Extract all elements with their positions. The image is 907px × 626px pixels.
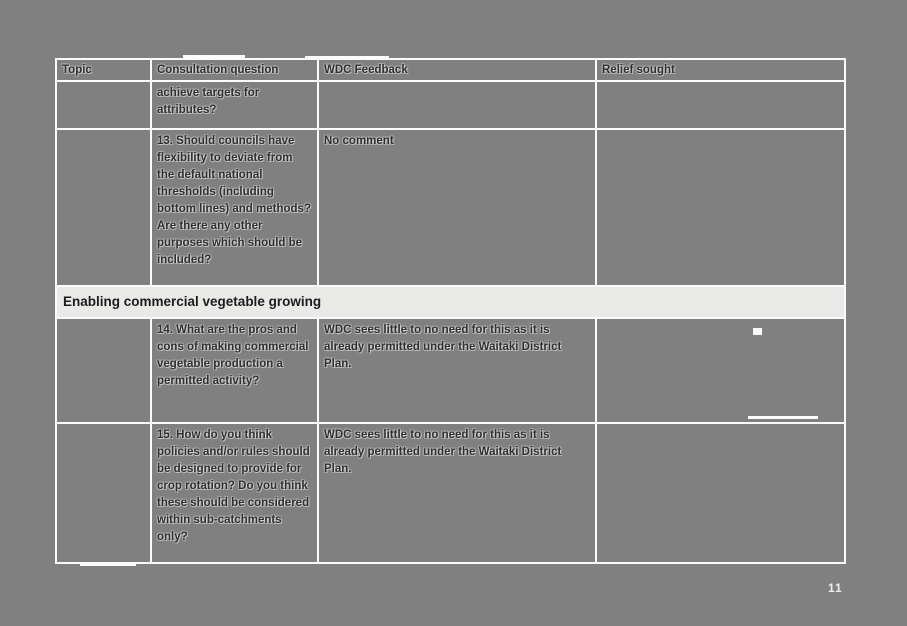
- feedback-cell: WDC sees little to no need for this as i…: [319, 424, 597, 562]
- topic-cell: [57, 82, 152, 128]
- scan-artifact: [753, 328, 762, 335]
- header-wdc-feedback: WDC Feedback: [319, 60, 597, 80]
- section-header-label: Enabling commercial vegetable growing: [63, 294, 322, 309]
- header-topic: Topic: [57, 60, 152, 80]
- table-header-row: Topic Consultation question WDC Feedback…: [57, 60, 844, 82]
- feedback-cell: WDC sees little to no need for this as i…: [319, 319, 597, 422]
- header-relief-sought: Relief sought: [602, 64, 675, 76]
- scan-artifact: [183, 55, 245, 58]
- table-row: 15. How do you think policies and/or rul…: [57, 424, 844, 562]
- relief-cell: [597, 82, 844, 128]
- question-cell: 13. Should councils have flexibility to …: [152, 130, 319, 285]
- relief-cell: [597, 130, 844, 285]
- relief-cell: [597, 424, 844, 562]
- section-header-row: Enabling commercial vegetable growing: [57, 287, 844, 319]
- table-row: 14. What are the pros and cons of making…: [57, 319, 844, 424]
- scan-artifact: [748, 416, 818, 419]
- table-row: 13. Should councils have flexibility to …: [57, 130, 844, 287]
- page-number: 11: [828, 581, 843, 595]
- question-cell: 14. What are the pros and cons of making…: [152, 319, 319, 422]
- header-consultation-question: Consultation question: [152, 60, 319, 80]
- question-cell: achieve targets for attributes?: [152, 82, 319, 128]
- scan-artifact: [305, 56, 389, 59]
- feedback-cell: [319, 82, 597, 128]
- feedback-cell: No comment: [319, 130, 597, 285]
- consultation-feedback-table: Topic Consultation question WDC Feedback…: [55, 58, 846, 564]
- table-row: achieve targets for attributes?: [57, 82, 844, 130]
- topic-cell: [57, 424, 152, 562]
- topic-cell: [57, 130, 152, 285]
- scan-artifact: [80, 562, 136, 566]
- topic-cell: [57, 319, 152, 422]
- question-cell: 15. How do you think policies and/or rul…: [152, 424, 319, 562]
- relief-cell: [597, 319, 844, 422]
